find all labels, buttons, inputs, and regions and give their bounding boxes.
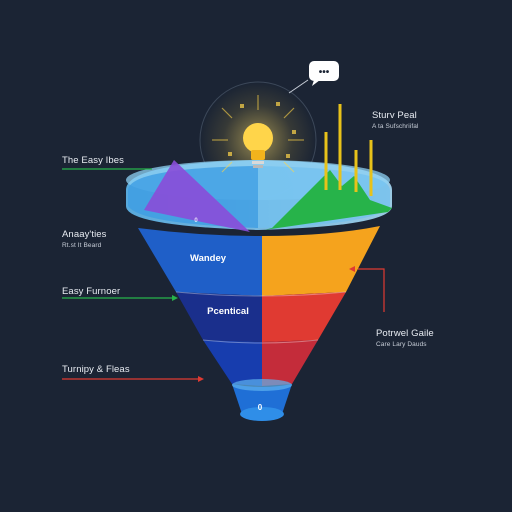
green-mountain [264,170,392,230]
triangle-mark: 0 [194,218,198,224]
funnel-seg-navy-lower [203,340,262,386]
label-left-1: The Easy Ibes [62,155,125,166]
arrow-left-3 [198,376,204,382]
funnel-seg-blue [138,228,262,296]
arrow-right-1 [349,266,355,272]
connector-right-1 [358,268,385,312]
arrow-left-2 [172,295,178,301]
label-right-mid-sub: Care Lary Dauds [376,341,427,348]
funnel-spout [232,384,292,417]
funnel-spout-top [232,379,292,391]
label-left-4: Turnipy & Fleas [62,364,130,375]
funnel-seg-orange [262,226,380,296]
band-line-2 [202,339,319,344]
segment-label-2: Pcentical [207,306,249,317]
label-left-2-sub: Rt.st It Beard [62,242,102,249]
purple-triangle [144,160,250,232]
label-left-2-title: Anaay'ties [62,229,107,240]
label-right-top-title: Sturv Peal [372,110,417,121]
bubble-connector [288,79,309,94]
spout-label: 0 [258,403,263,412]
lightbulb-icon [212,95,304,173]
speech-bubble-icon: ••• [309,61,339,86]
funnel-seg-red [262,292,346,342]
funnel-spout-bottom [240,407,284,421]
label-left-3: Easy Furnoer [62,286,121,297]
funnel-seg-red-lower [262,340,318,386]
band-line-1 [175,291,347,297]
segment-label-1: Wandey [190,253,227,264]
label-right-top-sub: A ta Sufschriifal [372,123,419,130]
label-right-mid-title: Potrwel Gaile [376,328,434,339]
bubble-dots: ••• [319,67,330,78]
funnel-seg-navy [176,292,262,342]
